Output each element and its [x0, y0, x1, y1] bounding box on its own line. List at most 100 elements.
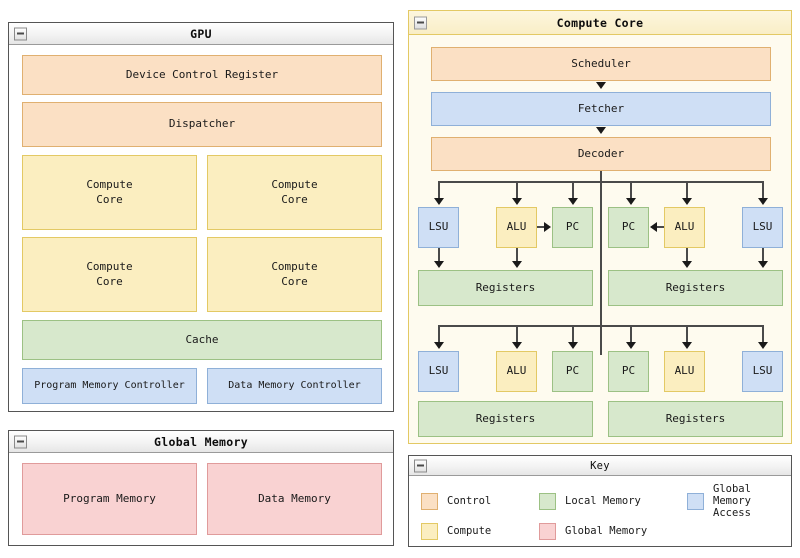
key-swatch-compute — [421, 522, 438, 540]
line-alu-to-pc-top-right — [656, 226, 664, 228]
key-label-compute: Compute — [447, 525, 492, 537]
arrow-bus-to-lsu-top-right — [758, 198, 768, 205]
line-alu-to-registers-top-right — [686, 248, 688, 262]
arrow-bus-to-pc-bottom-right — [626, 342, 636, 349]
collapse-icon[interactable] — [414, 459, 427, 472]
gpu-panel-body: Device Control Register Dispatcher Compu… — [9, 45, 393, 411]
collapse-icon[interactable] — [414, 16, 427, 29]
key-label-global-memory-access: Global Memory Access — [713, 483, 751, 519]
key-item-compute: Compute — [421, 522, 539, 540]
compute-core-block-2[interactable]: Compute Core — [207, 155, 382, 230]
data-memory-block[interactable]: Data Memory — [207, 463, 382, 535]
lsu-block-top-right[interactable]: LSU — [742, 207, 783, 248]
compute-core-block-1[interactable]: Compute Core — [22, 155, 197, 230]
top-bus-drop-5 — [686, 181, 688, 199]
bottom-distribution-bus — [438, 325, 763, 327]
arrow-bus-to-pc-bottom-left — [568, 342, 578, 349]
arrow-bus-to-alu-bottom-right — [682, 342, 692, 349]
compute-core-panel: Compute Core Scheduler Fetcher Decoder L… — [408, 10, 792, 444]
arrow-alu-to-registers-top-left — [512, 261, 522, 268]
arrow-bus-to-alu-top-right — [682, 198, 692, 205]
top-bus-drop-4 — [630, 181, 632, 199]
arrow-lsu-to-registers-top-left — [434, 261, 444, 268]
arrow-alu-to-pc-top-right — [650, 222, 657, 232]
top-bus-drop-6 — [762, 181, 764, 199]
key-swatch-global-memory-access — [687, 492, 704, 510]
arrow-alu-to-pc-top-left — [544, 222, 551, 232]
line-lsu-to-registers-top-right — [762, 248, 764, 262]
compute-core-block-3[interactable]: Compute Core — [22, 237, 197, 312]
collapse-icon[interactable] — [14, 435, 27, 448]
compute-core-block-4[interactable]: Compute Core — [207, 237, 382, 312]
pc-block-bottom-left[interactable]: PC — [552, 351, 593, 392]
key-panel: Key Control Local Memory Global Memory A… — [408, 455, 792, 547]
top-distribution-bus — [438, 181, 763, 183]
key-item-control: Control — [421, 492, 539, 510]
device-control-register-block[interactable]: Device Control Register — [22, 55, 382, 95]
top-bus-drop-1 — [438, 181, 440, 199]
line-lsu-to-registers-top-left — [438, 248, 440, 262]
arrow-fetcher-to-decoder — [596, 127, 606, 134]
key-legend: Control Local Memory Global Memory Acces… — [421, 483, 785, 546]
registers-block-bottom-left[interactable]: Registers — [418, 401, 593, 437]
fetcher-block[interactable]: Fetcher — [431, 92, 771, 126]
bottom-bus-drop-3 — [572, 325, 574, 343]
compute-core-panel-header: Compute Core — [409, 11, 791, 35]
bottom-bus-drop-6 — [762, 325, 764, 343]
pc-block-bottom-right[interactable]: PC — [608, 351, 649, 392]
key-swatch-local-memory — [539, 492, 556, 510]
program-memory-block[interactable]: Program Memory — [22, 463, 197, 535]
arrow-bus-to-pc-top-right — [626, 198, 636, 205]
pc-block-top-right[interactable]: PC — [608, 207, 649, 248]
cache-block[interactable]: Cache — [22, 320, 382, 360]
registers-block-top-left[interactable]: Registers — [418, 270, 593, 306]
key-item-global-memory-access: Global Memory Access — [687, 483, 785, 519]
key-panel-body: Control Local Memory Global Memory Acces… — [409, 476, 791, 546]
lsu-block-bottom-right[interactable]: LSU — [742, 351, 783, 392]
dispatcher-block[interactable]: Dispatcher — [22, 102, 382, 147]
arrow-alu-to-registers-top-right — [682, 261, 692, 268]
gpu-panel: GPU Device Control Register Dispatcher C… — [8, 22, 394, 412]
scheduler-block[interactable]: Scheduler — [431, 47, 771, 81]
bottom-bus-drop-5 — [686, 325, 688, 343]
compute-core-panel-body: Scheduler Fetcher Decoder LSU ALU PC PC … — [409, 35, 791, 443]
key-swatch-control — [421, 492, 438, 510]
line-alu-to-pc-top-left — [537, 226, 545, 228]
key-panel-title: Key — [590, 459, 610, 472]
global-memory-panel-body: Program Memory Data Memory — [9, 453, 393, 545]
arrow-scheduler-to-fetcher — [596, 82, 606, 89]
key-label-local-memory: Local Memory — [565, 495, 641, 507]
line-alu-to-registers-top-left — [516, 248, 518, 262]
program-memory-controller-block[interactable]: Program Memory Controller — [22, 368, 197, 404]
top-bus-drop-2 — [516, 181, 518, 199]
global-memory-panel-title: Global Memory — [154, 434, 248, 449]
key-swatch-global-memory — [539, 522, 556, 540]
alu-block-bottom-left[interactable]: ALU — [496, 351, 537, 392]
key-item-global-memory: Global Memory — [539, 522, 687, 540]
arrow-bus-to-lsu-bottom-left — [434, 342, 444, 349]
alu-block-bottom-right[interactable]: ALU — [664, 351, 705, 392]
registers-block-bottom-right[interactable]: Registers — [608, 401, 783, 437]
alu-block-top-right[interactable]: ALU — [664, 207, 705, 248]
lsu-block-top-left[interactable]: LSU — [418, 207, 459, 248]
global-memory-panel: Global Memory Program Memory Data Memory — [8, 430, 394, 546]
data-memory-controller-block[interactable]: Data Memory Controller — [207, 368, 382, 404]
collapse-icon[interactable] — [14, 27, 27, 40]
compute-core-panel-title: Compute Core — [556, 15, 644, 30]
gpu-panel-header: GPU — [9, 23, 393, 45]
arrow-bus-to-lsu-bottom-right — [758, 342, 768, 349]
lsu-block-bottom-left[interactable]: LSU — [418, 351, 459, 392]
alu-block-top-left[interactable]: ALU — [496, 207, 537, 248]
top-bus-drop-3 — [572, 181, 574, 199]
pc-block-top-left[interactable]: PC — [552, 207, 593, 248]
registers-block-top-right[interactable]: Registers — [608, 270, 783, 306]
arrow-lsu-to-registers-top-right — [758, 261, 768, 268]
decoder-block[interactable]: Decoder — [431, 137, 771, 171]
decoder-trunk-line — [600, 171, 602, 355]
bottom-bus-drop-2 — [516, 325, 518, 343]
arrow-bus-to-alu-bottom-left — [512, 342, 522, 349]
gpu-panel-title: GPU — [190, 26, 212, 41]
key-item-local-memory: Local Memory — [539, 492, 687, 510]
arrow-bus-to-lsu-top-left — [434, 198, 444, 205]
bottom-bus-drop-1 — [438, 325, 440, 343]
